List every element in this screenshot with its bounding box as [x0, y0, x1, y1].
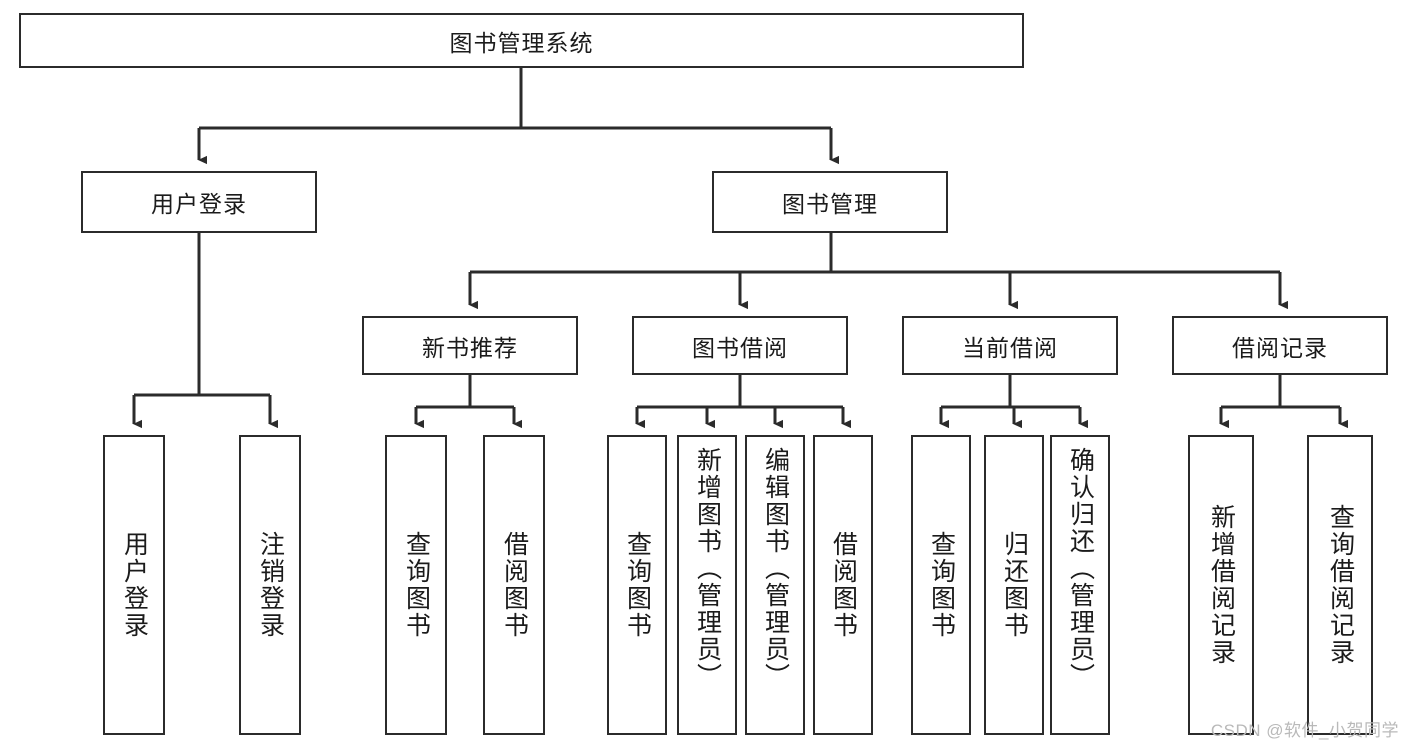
leaf-query-book-3[interactable]: 查询图书 — [911, 435, 971, 735]
leaf-logout[interactable]: 注销登录 — [239, 435, 301, 735]
node-book-manage[interactable]: 图书管理 — [712, 171, 948, 233]
node-borrow-record[interactable]: 借阅记录 — [1172, 316, 1388, 375]
node-borrow-record-label: 借阅记录 — [1232, 334, 1328, 361]
leaf-return-book-label: 归还图书 — [1000, 531, 1029, 639]
leaf-query-book-1[interactable]: 查询图书 — [385, 435, 447, 735]
leaf-confirm-return[interactable]: 确认归还（管理员） — [1050, 435, 1110, 735]
leaf-user-login-label: 用户登录 — [120, 531, 149, 639]
leaf-add-record[interactable]: 新增借阅记录 — [1188, 435, 1254, 735]
leaf-add-book-label: 新增图书（管理员） — [693, 447, 722, 690]
node-new-book-rec-label: 新书推荐 — [422, 334, 518, 361]
node-book-borrow[interactable]: 图书借阅 — [632, 316, 848, 375]
leaf-add-record-label: 新增借阅记录 — [1207, 504, 1236, 666]
leaf-borrow-book-2-label: 借阅图书 — [829, 531, 858, 639]
leaf-query-book-1-label: 查询图书 — [402, 531, 431, 639]
leaf-edit-book-label: 编辑图书（管理员） — [761, 447, 790, 690]
node-current-borrow-label: 当前借阅 — [962, 334, 1058, 361]
leaf-user-login[interactable]: 用户登录 — [103, 435, 165, 735]
leaf-borrow-book-1[interactable]: 借阅图书 — [483, 435, 545, 735]
leaf-query-book-2[interactable]: 查询图书 — [607, 435, 667, 735]
leaf-query-book-2-label: 查询图书 — [623, 531, 652, 639]
node-book-manage-label: 图书管理 — [782, 191, 878, 217]
node-root-label: 图书管理系统 — [449, 29, 594, 56]
node-user-login[interactable]: 用户登录 — [81, 171, 317, 233]
leaf-borrow-book-1-label: 借阅图书 — [500, 531, 529, 639]
leaf-borrow-book-2[interactable]: 借阅图书 — [813, 435, 873, 735]
leaf-query-book-3-label: 查询图书 — [927, 531, 956, 639]
node-user-login-label: 用户登录 — [151, 191, 247, 217]
node-root[interactable]: 图书管理系统 — [19, 13, 1024, 68]
leaf-query-record[interactable]: 查询借阅记录 — [1307, 435, 1373, 735]
leaf-confirm-return-label: 确认归还（管理员） — [1066, 447, 1095, 690]
leaf-logout-label: 注销登录 — [256, 531, 285, 639]
node-current-borrow[interactable]: 当前借阅 — [902, 316, 1118, 375]
node-new-book-rec[interactable]: 新书推荐 — [362, 316, 578, 375]
leaf-return-book[interactable]: 归还图书 — [984, 435, 1044, 735]
leaf-query-record-label: 查询借阅记录 — [1326, 504, 1355, 666]
node-book-borrow-label: 图书借阅 — [692, 334, 788, 361]
leaf-add-book[interactable]: 新增图书（管理员） — [677, 435, 737, 735]
leaf-edit-book[interactable]: 编辑图书（管理员） — [745, 435, 805, 735]
